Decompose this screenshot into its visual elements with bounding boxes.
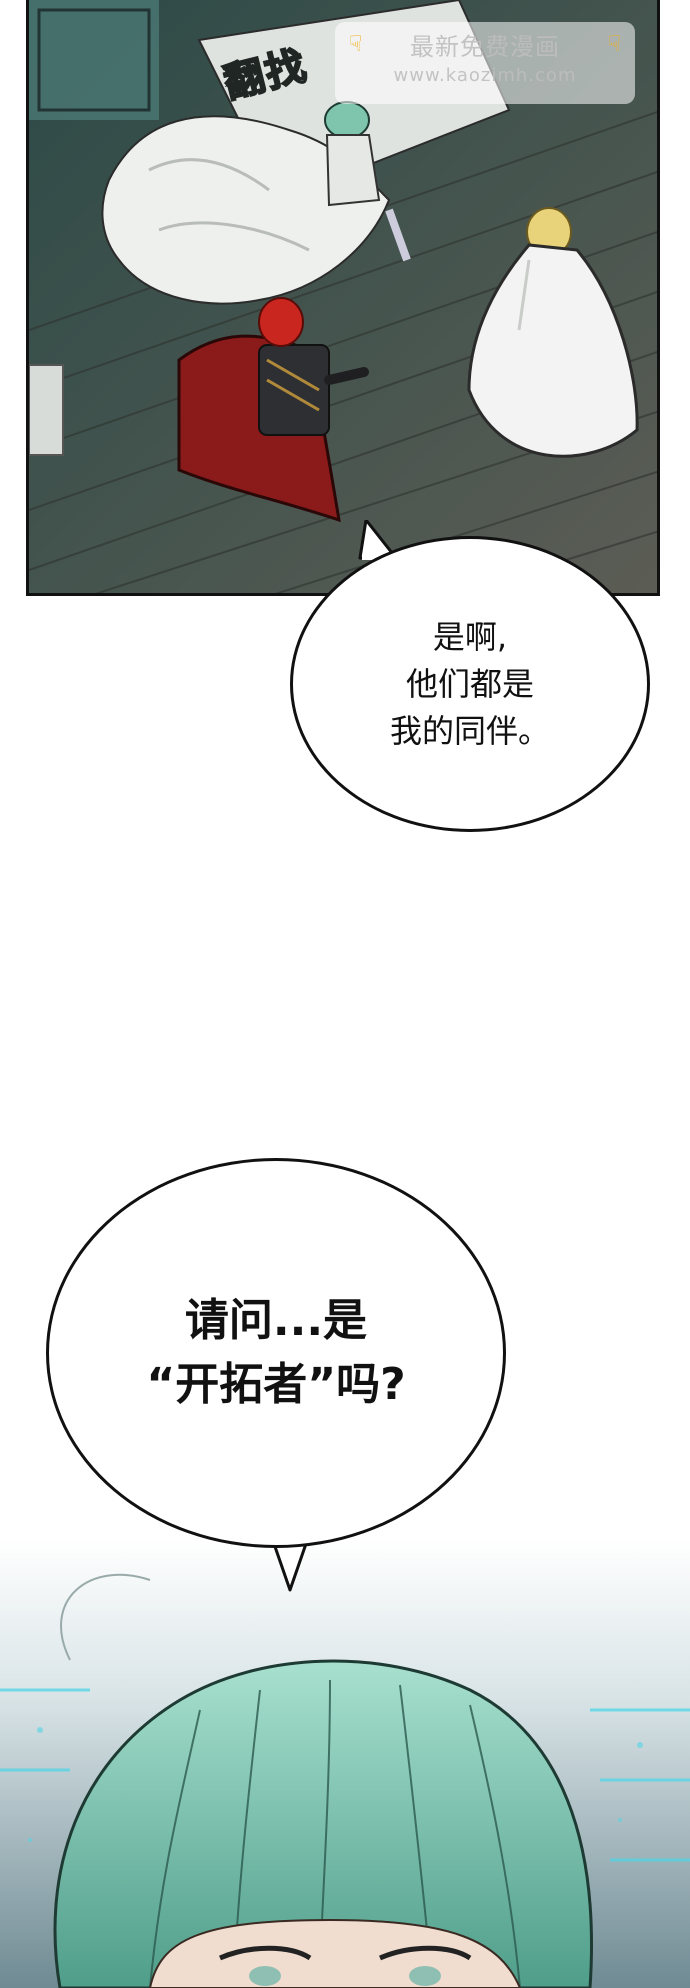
speech-bubble: 请问...是 “开拓者”吗?: [46, 1158, 506, 1548]
speech-bubble-text: 请问...是 “开拓者”吗?: [146, 1289, 405, 1417]
dialogue-line: 请问...是: [184, 1295, 368, 1346]
speech-bubble-text: 是啊, 他们都是 我的同伴。: [390, 614, 550, 755]
speech-bubble: 是啊, 他们都是 我的同伴。: [290, 536, 650, 832]
dialogue-line: 他们都是: [405, 664, 534, 703]
top-panel-illustration: 翻找 ☟ ☟ 最新免费漫画 www.kaozimh.com: [26, 0, 660, 596]
pointing-hand-icon: ☟: [607, 32, 621, 57]
dialogue-line: 是啊,: [432, 617, 508, 656]
dialogue-line: “开拓者”吗?: [146, 1359, 406, 1410]
watermark-title: 最新免费漫画: [410, 33, 560, 61]
pointing-hand-icon: ☟: [349, 32, 363, 57]
watermark-badge: ☟ ☟ 最新免费漫画 www.kaozimh.com: [335, 22, 635, 104]
dialogue-line: 我的同伴。: [389, 711, 550, 750]
character-closeup-illustration: [0, 1540, 690, 1988]
watermark-url: www.kaozimh.com: [393, 65, 577, 86]
